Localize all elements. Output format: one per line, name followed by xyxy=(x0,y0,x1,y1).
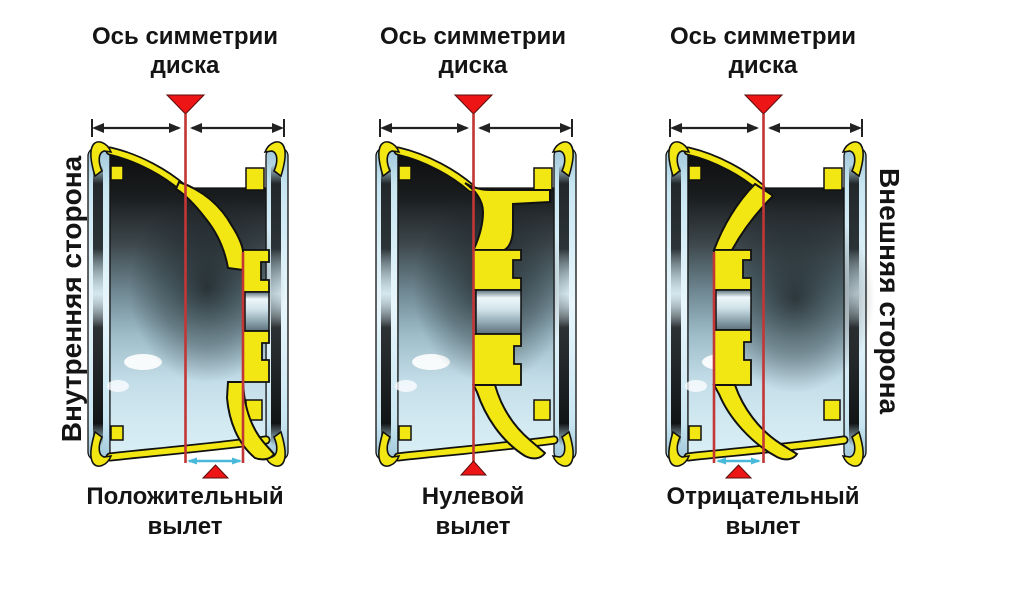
offset-label-line1: Положительный xyxy=(86,483,284,510)
offset-label-line2: вылет xyxy=(435,513,511,540)
offset-marker-triangle xyxy=(724,464,753,479)
negative-offset-label: Отрицательный вылет xyxy=(638,482,888,542)
axis-of-symmetry-label: Ось симметрии диска xyxy=(358,22,588,80)
outer-side-label: Внешняя сторона xyxy=(874,167,905,415)
offset-label-line1: Отрицательный xyxy=(666,483,860,510)
axis-label-line2: диска xyxy=(150,52,220,79)
offset-dimension-arrow xyxy=(716,457,761,465)
offset-label-line1: Нулевой xyxy=(421,483,525,510)
wheel-diagram-negative-offset xyxy=(666,94,875,479)
axis-label-line1: Ось симметрии xyxy=(92,23,278,50)
offset-label-line2: вылет xyxy=(725,513,801,540)
wheel-disc-lower xyxy=(712,384,799,461)
hub-block-bottom xyxy=(472,333,522,386)
axis-label-line1: Ось симметрии xyxy=(670,23,856,50)
wheel-disc-lower xyxy=(225,381,276,461)
zero-offset-label: Нулевой вылет xyxy=(348,482,598,542)
axis-marker-triangle xyxy=(743,94,784,115)
offset-label-line2: вылет xyxy=(147,513,223,540)
rim-width-dimension xyxy=(378,117,574,139)
hub-block-top xyxy=(472,249,522,291)
axis-of-symmetry-label: Ось симметрии диска xyxy=(70,22,300,80)
offset-dimension-arrow xyxy=(187,457,242,465)
wheel-disc-lower xyxy=(471,384,547,460)
axis-of-symmetry-label: Ось симметрии диска xyxy=(648,22,878,80)
rim-width-dimension xyxy=(90,117,286,139)
hub-bore xyxy=(244,291,270,332)
axis-label-line2: диска xyxy=(728,52,798,79)
rim-width-dimension xyxy=(668,117,864,139)
wheel-diagram-positive-offset xyxy=(88,94,288,479)
offset-marker-triangle xyxy=(201,464,230,479)
barrel-shadow xyxy=(715,203,875,393)
axis-label-line1: Ось симметрии xyxy=(380,23,566,50)
offset-marker-triangle xyxy=(459,460,488,476)
wheel-diagram-zero-offset xyxy=(376,94,576,476)
axis-marker-triangle xyxy=(165,94,206,115)
hub-bore xyxy=(715,289,752,331)
wheel-disc-upper xyxy=(712,182,775,251)
hub-bore xyxy=(475,289,522,335)
hub-block-bottom xyxy=(242,330,270,383)
axis-marker-triangle xyxy=(453,94,494,115)
inner-side-label: Внутренняя сторона xyxy=(56,155,87,443)
positive-offset-label: Положительный вылет xyxy=(60,482,310,542)
axis-label-line2: диска xyxy=(438,52,508,79)
